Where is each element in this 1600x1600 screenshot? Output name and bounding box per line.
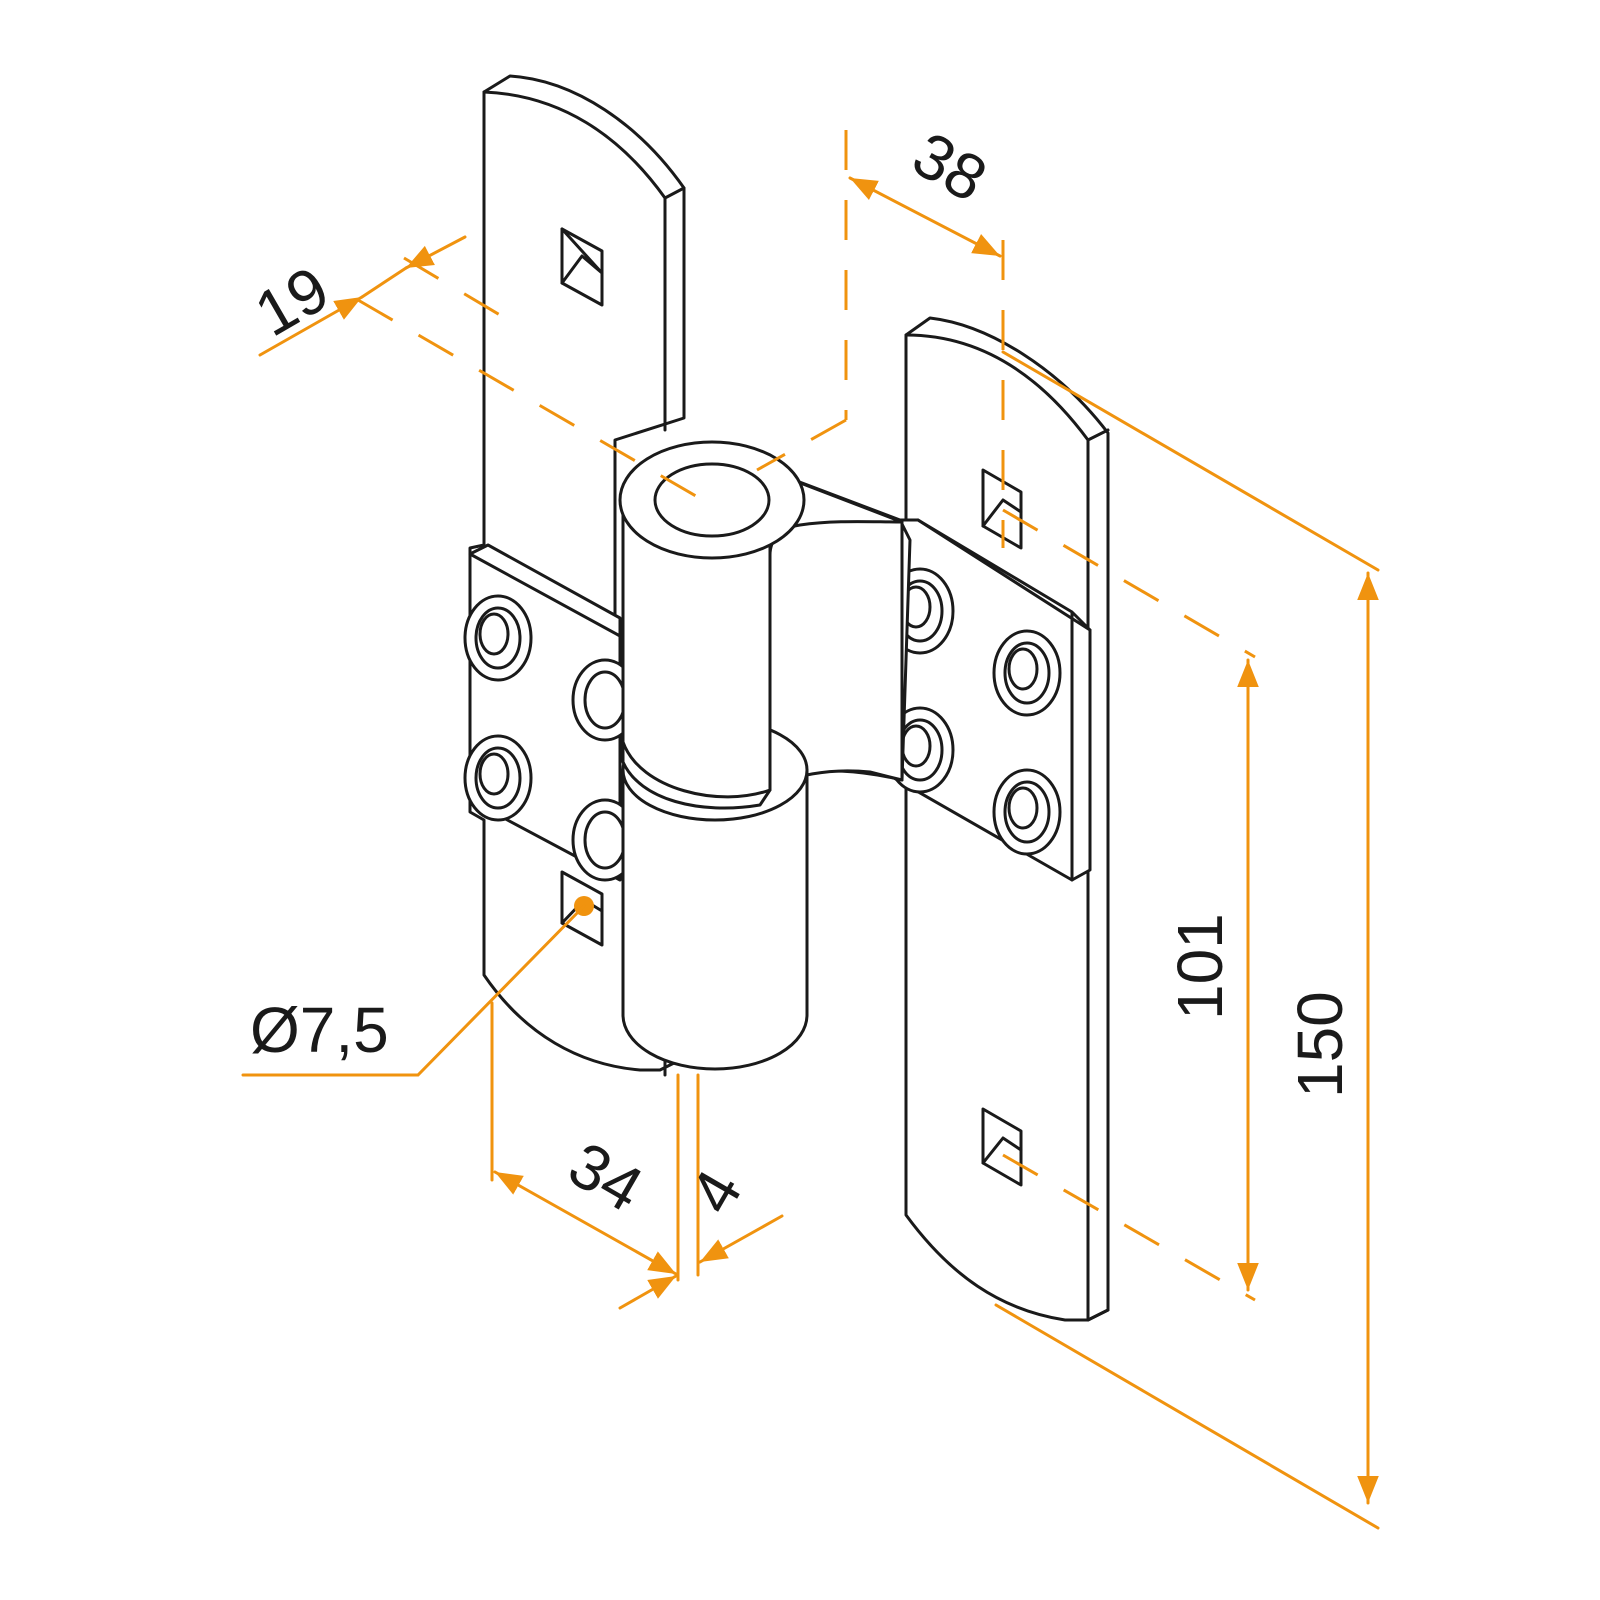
screw-hole-left-1 [463,594,533,682]
left-mounting-plate [463,543,639,882]
square-hole-bottom-right [981,1107,1023,1187]
dimension-label-101: 101 [1164,913,1236,1020]
dimension-101: 101 [1002,508,1259,1302]
screw-hole-right-3 [992,629,1062,717]
square-hole-top-right [981,468,1023,550]
dimension-label-19: 19 [243,252,341,350]
dimension-4: 4 [618,1073,784,1310]
screw-hole-right-4 [992,768,1062,856]
dimension-label-hole-diameter: Ø7,5 [250,994,389,1066]
dimension-label-38: 38 [901,118,999,216]
dimension-label-34: 34 [557,1128,655,1226]
dimension-label-4: 4 [676,1158,756,1225]
dimension-150: 150 [994,350,1380,1530]
dimension-label-150: 150 [1284,991,1356,1098]
right-mounting-plate [878,518,1092,882]
screw-hole-left-2 [463,734,533,822]
dimension-annotations: 19 38 150 101 Ø7,5 [241,118,1380,1530]
dimension-hole-diameter: Ø7,5 [241,896,594,1077]
square-hole-top-left [560,227,604,307]
